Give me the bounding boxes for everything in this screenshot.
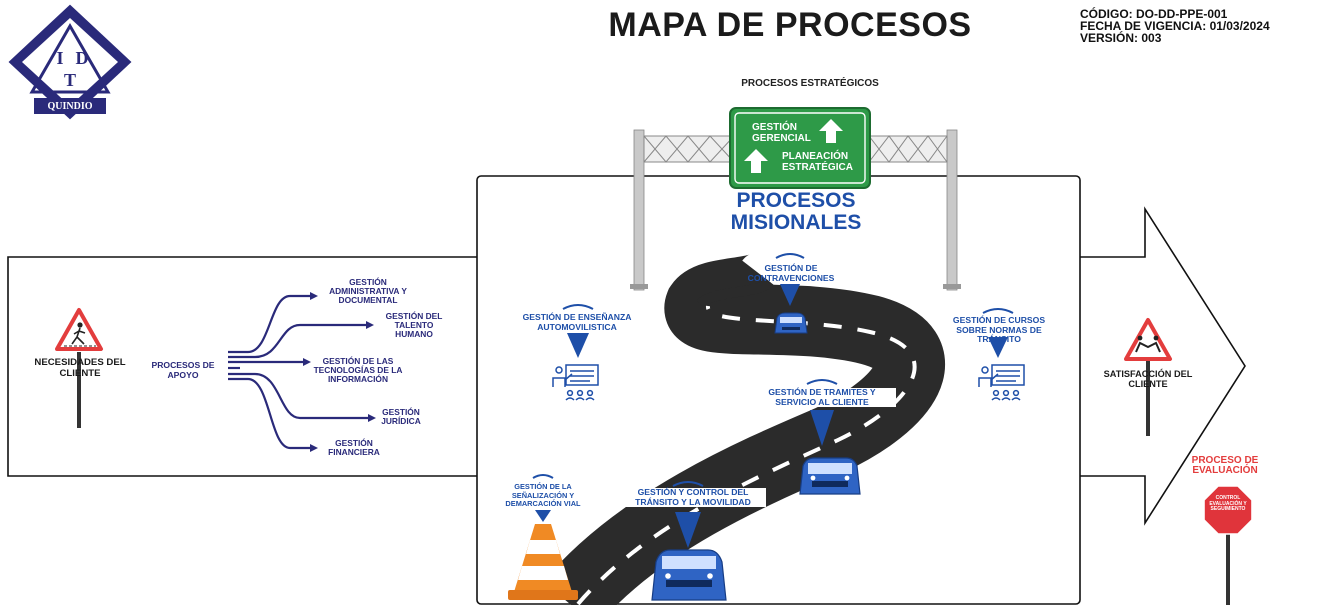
car-icon <box>799 457 861 495</box>
support-item-financiera: GESTIÓN FINANCIERA <box>328 438 380 457</box>
car-icon <box>774 312 808 334</box>
support-title: PROCESOS DE APOYO <box>151 360 215 380</box>
mission-item-senalizacion: GESTIÓN DE LA SEÑALIZACIÓN Y DEMARCACIÓN… <box>505 482 581 508</box>
up-arrow-icon <box>819 119 843 143</box>
stop-sign-icon <box>1203 485 1253 605</box>
up-arrow-icon <box>744 149 768 173</box>
input-label: NECESIDADES DEL CLIENTE <box>34 357 126 379</box>
strategic-item-gerencial: GESTIÓN GERENCIAL <box>752 122 811 144</box>
support-item-administrativa: GESTIÓN ADMINISTRATIVA Y DOCUMENTAL <box>329 277 407 305</box>
mission-item-cursos: GESTIÓN DE CURSOS SOBRE NORMAS DE TRÁNSI… <box>952 315 1046 344</box>
page-title: MAPA DE PROCESOS <box>608 6 972 44</box>
teacher-icon <box>552 364 599 401</box>
strategic-title: PROCESOS ESTRATÉGICOS <box>741 78 879 89</box>
document-version: VERSIÓN: 003 <box>1080 31 1162 45</box>
traffic-cone-icon <box>508 524 578 600</box>
teacher-icon <box>978 364 1025 401</box>
road-lane-markings <box>576 305 917 605</box>
stop-sign-text: CONTROL EVALUACIÓN Y SEGUIMIENTO <box>1209 495 1247 512</box>
strategic-sign <box>729 107 871 189</box>
mission-item-tramites: GESTIÓN DE TRAMITES Y SERVICIO AL CLIENT… <box>748 387 896 407</box>
support-item-juridica: GESTIÓN JURÍDICA <box>381 407 421 426</box>
mission-item-ensenanza: GESTIÓN DE ENSEÑANZA AUTOMOVILISTICA <box>522 312 632 332</box>
car-icon <box>651 549 727 601</box>
logo-banner: QUINDIO <box>47 101 93 112</box>
gantry-truss <box>643 135 948 163</box>
strategic-item-planeacion: PLANEACIÓN ESTRATÉGICA <box>782 151 853 173</box>
evaluation-title: PROCESO DE EVALUACIÓN <box>1191 455 1259 476</box>
mission-title: PROCESOS MISIONALES <box>680 190 912 234</box>
gantry-post-right <box>946 129 958 291</box>
mission-item-control-transito: GESTIÓN Y CONTROL DEL TRÁNSITO Y LA MOVI… <box>620 487 766 507</box>
logo-letter-t: T <box>63 70 76 90</box>
logo <box>8 4 132 120</box>
handshake-sign-icon <box>1124 318 1172 436</box>
pedestrian-sign-icon <box>55 308 103 428</box>
document-info: CÓDIGO: DO-DD-PPE-001 FECHA DE VIGENCIA:… <box>1080 8 1330 44</box>
mission-title-line1: PROCESOS <box>736 189 856 212</box>
gantry-post-left <box>633 129 645 291</box>
support-item-tecnologias: GESTIÓN DE LAS TECNOLOGÍAS DE LA INFORMA… <box>313 356 403 384</box>
flow-arrow-right <box>1080 206 1246 526</box>
pin-markers <box>535 284 1008 548</box>
flow-arrow-left <box>7 256 478 477</box>
support-item-talento: GESTIÓN DEL TALENTO HUMANO <box>385 311 443 339</box>
output-label: SATISFACCIÓN DEL CLIENTE <box>1103 369 1193 389</box>
document-date: FECHA DE VIGENCIA: 01/03/2024 <box>1080 19 1270 33</box>
mission-item-contravenciones: GESTIÓN DE CONTRAVENCIONES <box>747 263 835 283</box>
logo-letter-i: I <box>56 48 64 68</box>
document-code: CÓDIGO: DO-DD-PPE-001 <box>1080 7 1228 21</box>
mission-title-line2: MISIONALES <box>730 211 862 234</box>
support-branches <box>228 294 370 450</box>
logo-letter-d: D <box>75 48 89 68</box>
